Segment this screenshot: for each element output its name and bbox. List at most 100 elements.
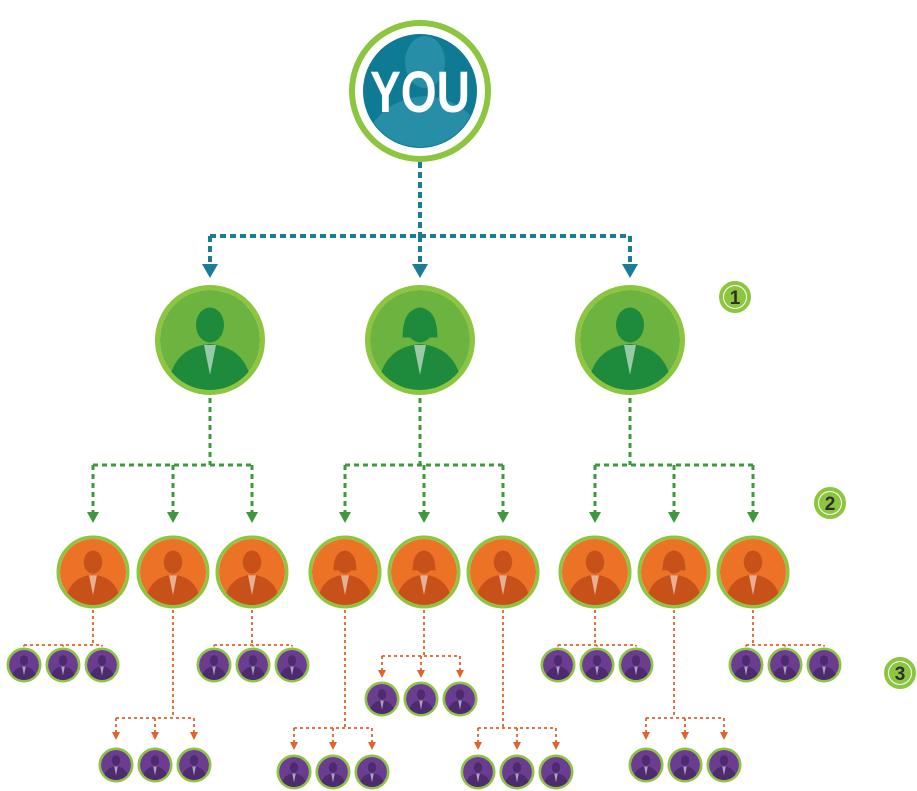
level-2-connector-arrowhead [368, 742, 376, 750]
person-icon [465, 762, 491, 787]
person-icon [633, 755, 659, 780]
level-2-connector-arrowhead [151, 732, 159, 740]
level-2-node [135, 534, 211, 610]
level-3-node [97, 746, 135, 784]
level-1-badge: 1 [719, 281, 751, 313]
level-3-node [537, 753, 575, 791]
connector-lines [20, 162, 828, 750]
root-node-ring [349, 20, 491, 162]
level-2-node [465, 534, 541, 610]
person-icon [733, 655, 759, 680]
level-1-connector-arrowhead [339, 512, 351, 523]
person-icon [240, 655, 266, 680]
level-2-node [636, 534, 712, 610]
person-icon [320, 762, 346, 787]
businesswoman-icon [377, 307, 463, 390]
root-connector-arrowhead [202, 264, 218, 278]
level-3-node [666, 746, 704, 784]
level-3-node [441, 680, 479, 718]
level-3-node [578, 646, 616, 684]
person-icon [711, 755, 737, 780]
level-2-connector-arrowhead [290, 742, 298, 750]
level-3-node [44, 646, 82, 684]
level-2-connector-arrowhead [329, 742, 337, 750]
level-3-node [275, 753, 313, 791]
person-icon [11, 655, 37, 680]
man-icon [223, 550, 281, 605]
root-node: YOU [349, 20, 491, 162]
level-1-connector-arrowhead [246, 512, 258, 523]
man-icon [144, 550, 202, 605]
person-icon [408, 689, 434, 714]
man-icon [474, 550, 532, 605]
level-2-connector-arrowhead [720, 732, 728, 740]
level-2-node [557, 534, 633, 610]
level-3-node [459, 753, 497, 791]
level-2-connector-arrowhead [456, 670, 464, 678]
level-3-badge: 3 [884, 657, 916, 689]
man-icon [566, 550, 624, 605]
level-2-connector-arrowhead [681, 732, 689, 740]
man-icon [64, 550, 122, 605]
level-3-node [273, 646, 311, 684]
level-2-badge: 2 [814, 487, 846, 519]
level-1-connector-arrowhead [668, 512, 680, 523]
level-3-node [705, 746, 743, 784]
level-3-node [353, 753, 391, 791]
level-1-connector-arrowhead [589, 512, 601, 523]
person-icon [142, 755, 168, 780]
person-icon [103, 755, 129, 780]
person-icon [447, 689, 473, 714]
level-1-node [154, 284, 266, 396]
level-3-node [727, 646, 765, 684]
person-icon [279, 655, 305, 680]
level-3-node [314, 753, 352, 791]
person-icon [50, 655, 76, 680]
level-2-connector-arrowhead [417, 670, 425, 678]
level-3-node [83, 646, 121, 684]
level-1-connector-arrowhead [418, 512, 430, 523]
person-icon [543, 762, 569, 787]
level-3-node [136, 746, 174, 784]
level-3-node [402, 680, 440, 718]
root-connector-arrowhead [622, 264, 638, 278]
level-3-node [627, 746, 665, 784]
level-2-node [386, 534, 462, 610]
businessman-icon [167, 307, 253, 390]
level-3-node [5, 646, 43, 684]
level-1-connector-arrowhead [167, 512, 179, 523]
person-icon [772, 655, 798, 680]
person-icon [201, 655, 227, 680]
person-icon [359, 762, 385, 787]
person-icon [623, 655, 649, 680]
person-icon [811, 655, 837, 680]
root-connector-arrowhead [412, 264, 428, 278]
level-2-node [55, 534, 131, 610]
root-label: YOU [370, 60, 470, 125]
level-1-node [574, 284, 686, 396]
woman-icon [316, 550, 374, 605]
level-2-node [214, 534, 290, 610]
level-2-connector-arrowhead [112, 732, 120, 740]
level-1-connector-arrowhead [747, 512, 759, 523]
level-3-number: 3 [895, 664, 906, 685]
level-2-node [307, 534, 383, 610]
level-3-node [175, 746, 213, 784]
person-icon [672, 755, 698, 780]
level-1-node [364, 284, 476, 396]
person-icon [504, 762, 530, 787]
level-3-node [539, 646, 577, 684]
level-1-connector-arrowhead [87, 512, 99, 523]
level-3-node [766, 646, 804, 684]
person-icon [369, 689, 395, 714]
level-3-node [363, 680, 401, 718]
level-2-connector-arrowhead [513, 742, 521, 750]
level-2-number: 2 [825, 494, 836, 515]
person-icon [281, 762, 307, 787]
woman-icon [395, 550, 453, 605]
level-2-connector-arrowhead [552, 742, 560, 750]
level-2-connector-arrowhead [474, 742, 482, 750]
woman-icon [645, 550, 703, 605]
